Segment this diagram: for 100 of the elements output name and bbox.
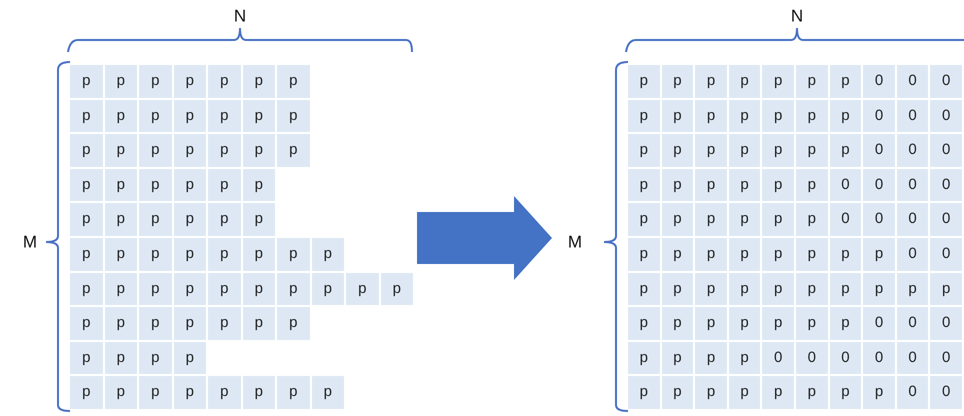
- matrix-cell: p: [174, 238, 206, 271]
- matrix-cell: p: [762, 238, 794, 271]
- matrix-cell: p: [139, 342, 172, 374]
- matrix-cell: p: [104, 342, 137, 374]
- matrix-cell: 0: [896, 376, 928, 409]
- matrix-cell: 0: [930, 203, 962, 236]
- matrix-cell: p: [863, 238, 895, 271]
- matrix-cell: 0: [896, 134, 928, 167]
- matrix-cell: p: [695, 168, 727, 202]
- matrix-cell: p: [277, 238, 310, 271]
- matrix-cell: p: [796, 376, 828, 409]
- matrix-cell: p: [762, 134, 794, 167]
- matrix-cell: p: [796, 203, 828, 236]
- dimension-label: N: [234, 5, 246, 28]
- matrix-cell: p: [796, 100, 828, 132]
- matrix-cell: p: [277, 272, 310, 306]
- matrix-cell: 0: [863, 342, 895, 374]
- matrix-cell: p: [695, 100, 727, 132]
- matrix-cell: p: [104, 203, 137, 236]
- matrix-cell: p: [662, 307, 694, 340]
- matrix-cell: p: [242, 272, 275, 306]
- matrix-cell: p: [662, 134, 694, 167]
- matrix-cell: p: [242, 238, 275, 271]
- matrix-cell: p: [139, 376, 172, 409]
- matrix-cell: p: [796, 168, 828, 202]
- matrix-cell: 0: [830, 342, 862, 374]
- matrix-cell: p: [277, 65, 310, 98]
- matrix-cell: p: [174, 376, 206, 409]
- matrix-cell: p: [695, 238, 727, 271]
- matrix-cell: p: [104, 238, 137, 271]
- matrix-cell: p: [208, 168, 240, 202]
- matrix-cell: p: [728, 134, 760, 167]
- matrix-cell: p: [174, 65, 206, 98]
- matrix-cell: p: [762, 100, 794, 132]
- matrix-cell: p: [174, 203, 206, 236]
- matrix-cell: 0: [896, 342, 928, 374]
- matrix-cell: p: [830, 134, 862, 167]
- matrix-cell: p: [70, 238, 102, 271]
- matrix-cell: p: [628, 134, 660, 167]
- matrix-cell: p: [728, 100, 760, 132]
- matrix-cell: p: [662, 342, 694, 374]
- matrix-cell: p: [242, 100, 275, 132]
- matrix-cell: p: [728, 376, 760, 409]
- matrix-cell: p: [695, 65, 727, 98]
- matrix-cell: p: [208, 238, 240, 271]
- matrix-cell: p: [830, 238, 862, 271]
- matrix-cell: p: [628, 376, 660, 409]
- matrix-cell: p: [70, 342, 102, 374]
- matrix-cell: p: [628, 272, 660, 306]
- matrix-cell: p: [662, 168, 694, 202]
- matrix-cell: 0: [830, 203, 862, 236]
- matrix-cell: p: [139, 134, 172, 167]
- matrix-cell: p: [695, 203, 727, 236]
- matrix-cell: p: [139, 272, 172, 306]
- matrix-cell: p: [242, 307, 275, 340]
- matrix-cell: p: [139, 100, 172, 132]
- matrix-cell: p: [728, 203, 760, 236]
- matrix-cell: 0: [863, 100, 895, 132]
- matrix-cell: p: [796, 65, 828, 98]
- matrix-cell: 0: [762, 342, 794, 374]
- matrix-cell: p: [796, 134, 828, 167]
- matrix-cell: p: [695, 307, 727, 340]
- matrix-cell: 0: [896, 168, 928, 202]
- matrix-cell: p: [830, 307, 862, 340]
- matrix-cell: p: [796, 238, 828, 271]
- matrix-cell: p: [830, 65, 862, 98]
- matrix-cell: p: [728, 168, 760, 202]
- matrix-cell: 0: [896, 238, 928, 271]
- matrix-cell: p: [762, 65, 794, 98]
- matrix-cell: p: [277, 307, 310, 340]
- matrix-cell: p: [380, 272, 413, 306]
- matrix-cell: p: [830, 376, 862, 409]
- matrix-cell: p: [70, 272, 102, 306]
- matrix-cell: 0: [830, 168, 862, 202]
- matrix-cell: p: [662, 376, 694, 409]
- matrix-cell: p: [242, 168, 275, 202]
- matrix-cell: p: [762, 307, 794, 340]
- matrix-cell: p: [174, 134, 206, 167]
- matrix-cell: p: [208, 203, 240, 236]
- matrix-cell: p: [762, 272, 794, 306]
- dimension-label: N: [790, 5, 804, 28]
- matrix-cell: 0: [896, 100, 928, 132]
- matrix-cell: p: [70, 100, 102, 132]
- matrix-cell: p: [728, 238, 760, 271]
- matrix-cell: p: [242, 203, 275, 236]
- matrix-cell: p: [796, 307, 828, 340]
- matrix-cell: 0: [930, 134, 962, 167]
- matrix-cell: p: [728, 342, 760, 374]
- matrix-cell: 0: [930, 307, 962, 340]
- matrix-cell: p: [896, 272, 928, 306]
- matrix-cell: p: [628, 65, 660, 98]
- matrix-cell: p: [104, 100, 137, 132]
- matrix-cell: p: [174, 168, 206, 202]
- matrix-cell: p: [830, 100, 862, 132]
- matrix-cell: p: [930, 272, 962, 306]
- matrix-cell: p: [762, 376, 794, 409]
- matrix-cell: 0: [896, 65, 928, 98]
- matrix-cell: p: [662, 238, 694, 271]
- matrix-cell: p: [174, 307, 206, 340]
- matrix-cell: p: [728, 65, 760, 98]
